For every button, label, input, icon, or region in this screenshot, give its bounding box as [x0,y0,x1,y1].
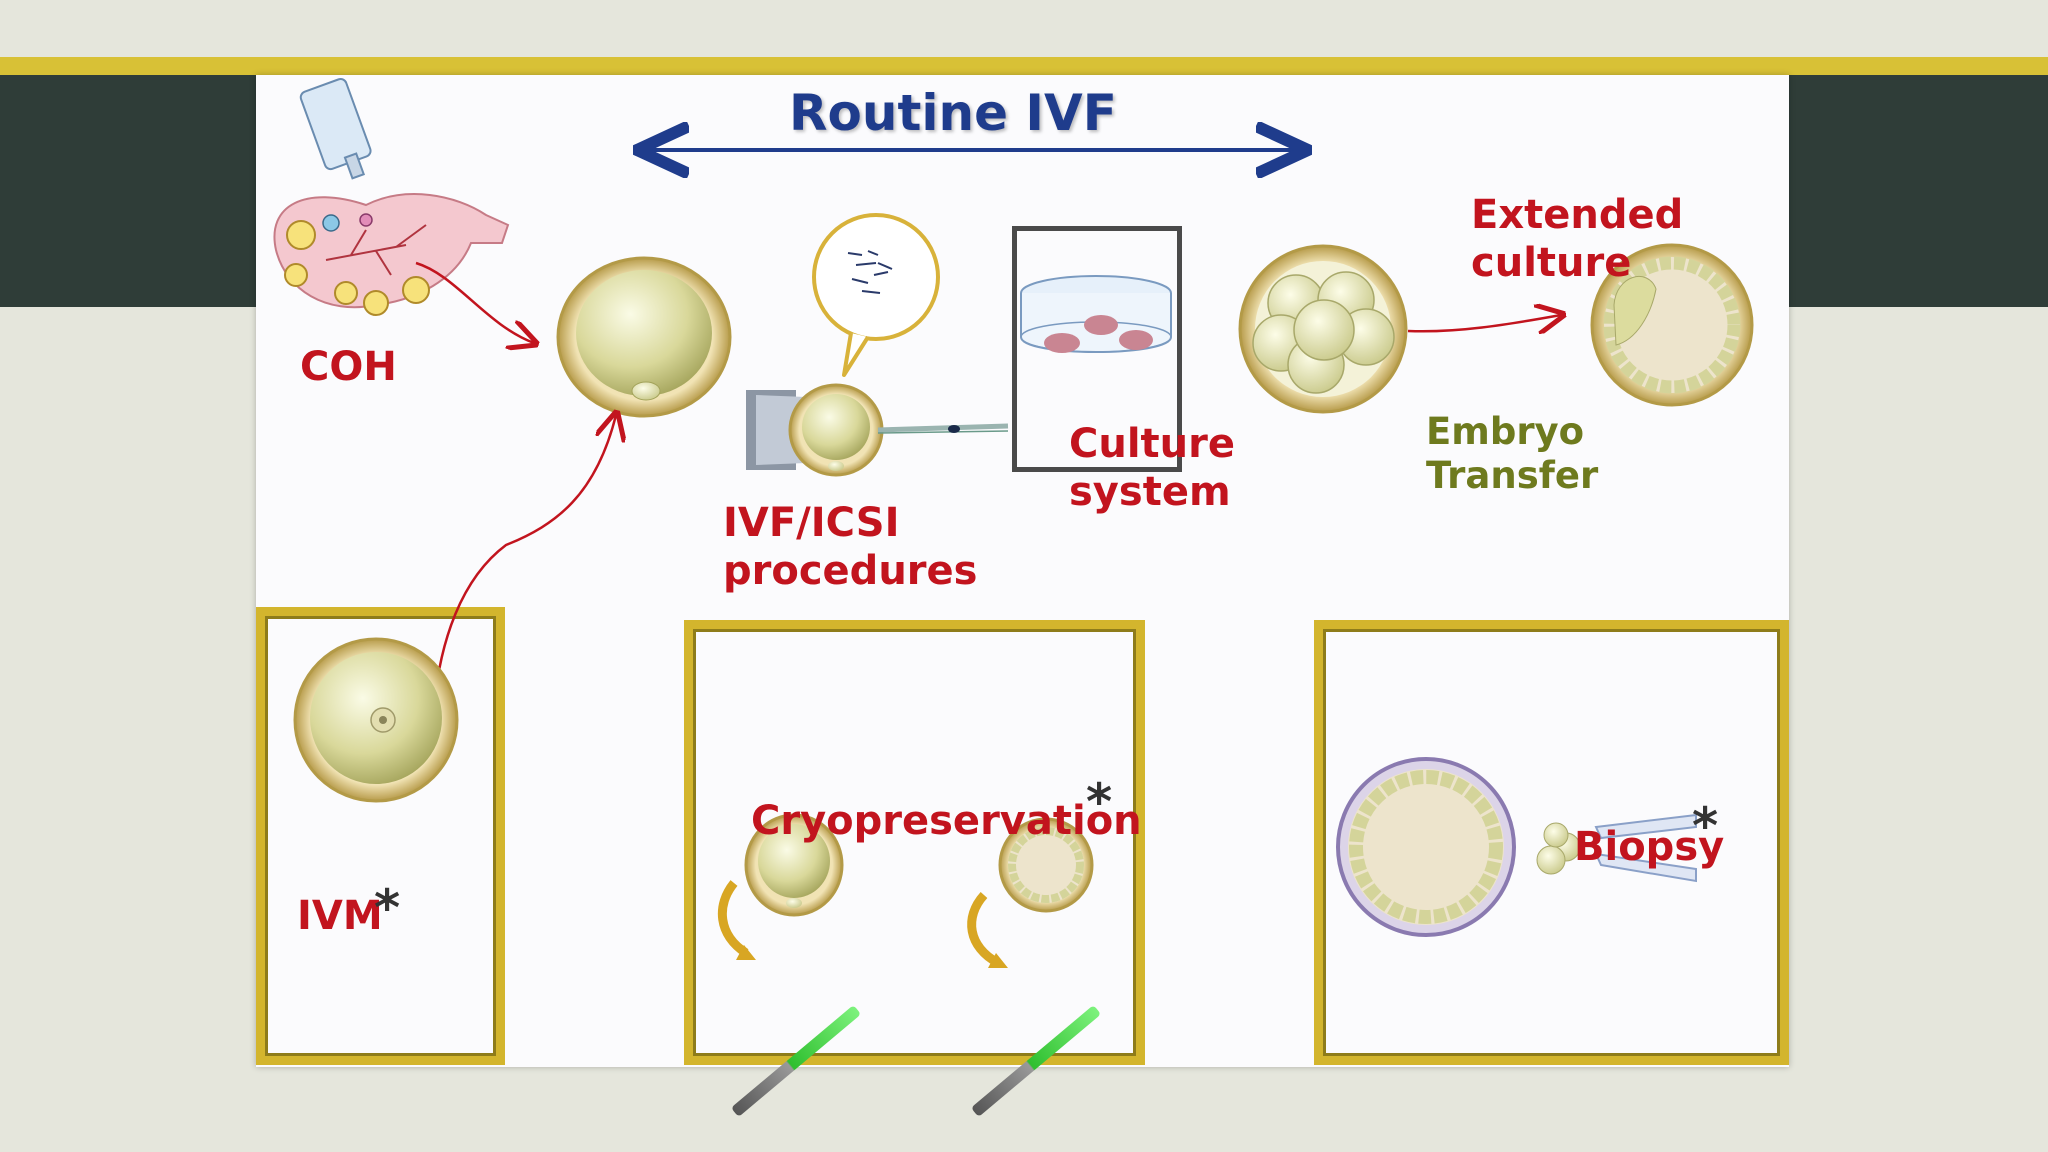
extended-culture-label: Extended culture [1471,191,1683,287]
coh-label: COH [300,344,397,390]
culture-system-label: Culture system [1069,420,1235,516]
biopsy-asterisk: * [1692,797,1719,855]
ivm-oocyte-icon [293,637,459,803]
biopsy-label: Biopsy [1574,824,1725,870]
ovary-icon [273,193,510,316]
embryo-transfer-label: Embryo Transfer [1426,410,1598,499]
ivf-icsi-line2: procedures [723,548,978,594]
embryo-line1: Embryo [1426,410,1585,453]
embryo-line2: Transfer [1426,454,1599,498]
oocyte-icon [556,256,732,418]
culture-dish-icon [1020,275,1172,353]
extended-line2: culture [1471,240,1632,286]
ivm-asterisk: * [374,879,401,937]
iv-bag-icon [299,78,372,180]
arrow-extended-culture [1407,315,1561,331]
diagram-panel: Routine IVF COH IVF/ICSI procedures Cult… [256,75,1789,1116]
diagram-graphics [273,78,1754,1116]
ivf-icsi-line1: IVF/ICSI [723,500,900,546]
icsi-needle-icon [746,383,1009,477]
cryopreservation-label: Cryopreservation [751,798,1142,844]
blastocyst-icon [1590,243,1754,407]
extended-line1: Extended [1471,192,1684,238]
cryo-blastocyst-icon [967,817,1094,968]
cryo-oocyte-icon [717,813,844,960]
biopsy-pipette-icon [1336,757,1697,937]
vitrification-straw-icon [732,1006,1100,1116]
top-gold-bar [0,57,2048,75]
ivf-icsi-label: IVF/ICSI procedures [723,499,977,595]
ivm-label: IVM [297,893,383,939]
sperm-bubble-icon [812,213,940,377]
cryopreservation-asterisk: * [1086,773,1113,831]
culture-line2: system [1069,469,1231,515]
routine-ivf-title: Routine IVF [789,84,1117,142]
culture-line1: Culture [1069,421,1235,467]
arrow-coh-to-oocyte [415,261,534,343]
morula-icon [1238,244,1408,414]
arrow-ivm-to-oocyte [430,415,616,736]
